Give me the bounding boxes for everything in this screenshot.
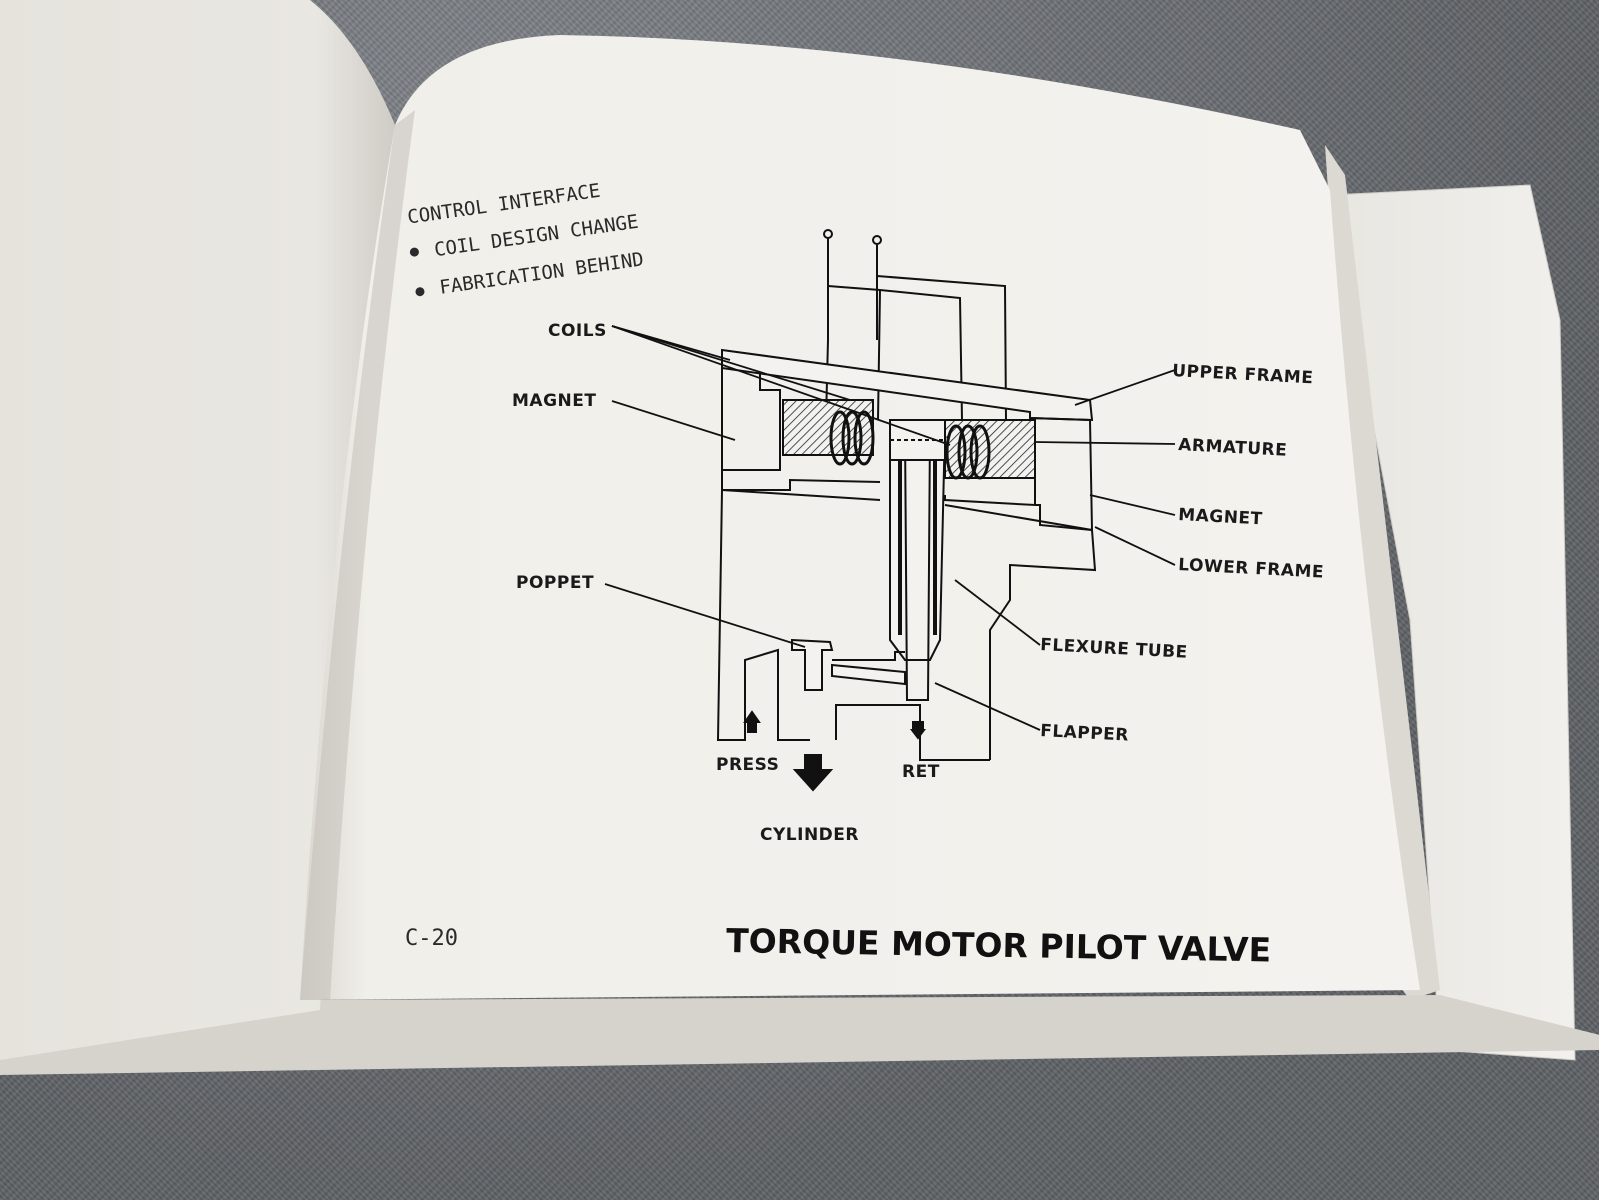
leader-lines: [604, 325, 1176, 731]
label-flapper: FLAPPER: [1040, 721, 1130, 746]
label-magnet-right: MAGNET: [1178, 505, 1263, 529]
book-bottom-edge: [0, 995, 1599, 1075]
label-ret: RET: [902, 762, 940, 782]
label-cylinder: CYLINDER: [760, 825, 859, 845]
page-stack-edge: [1325, 145, 1440, 1000]
gutter-shadow: [300, 110, 415, 1000]
loose-insert-sheet: [1329, 184, 1576, 1061]
left-page: [0, 0, 395, 1060]
right-page: [300, 35, 1420, 1000]
bullet-dot: [415, 287, 425, 297]
label-magnet-left: MAGNET: [512, 391, 596, 411]
label-poppet: POPPET: [516, 573, 594, 593]
label-press: PRESS: [716, 755, 779, 775]
figure-caption: TORQUE MOTOR PILOT VALVE: [726, 921, 1272, 970]
label-coils: COILS: [548, 321, 607, 341]
bullet-dot: [409, 247, 419, 257]
page-number: C-20: [405, 926, 458, 951]
valve-diagram: [716, 229, 1097, 792]
